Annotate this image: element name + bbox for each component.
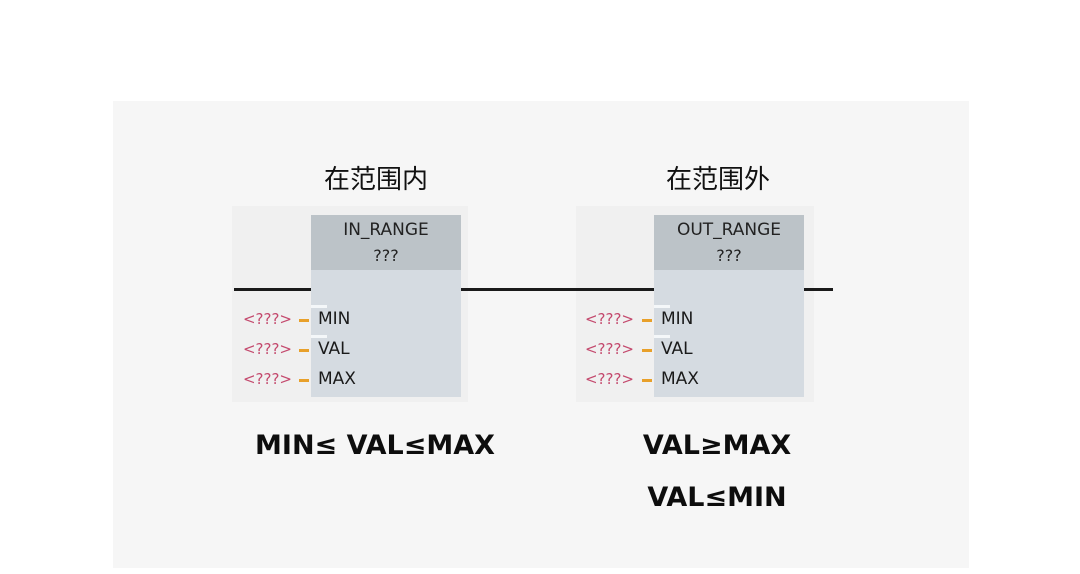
out-range-block[interactable]: OUT_RANGE ??? MIN VAL MAX [654, 215, 804, 397]
out-range-block-header: OUT_RANGE ??? [654, 215, 804, 270]
in-range-val-operand[interactable]: <???> [242, 340, 292, 358]
power-rail-left [234, 288, 312, 291]
pin-divider [311, 305, 327, 308]
in-range-max-operand[interactable]: <???> [242, 370, 292, 388]
out-range-block-name: OUT_RANGE [676, 220, 782, 240]
in-range-min-operand[interactable]: <???> [242, 310, 292, 328]
out-range-max-operand[interactable]: <???> [584, 370, 634, 388]
pin-divider [311, 335, 327, 338]
out-range-condition-lower: VAL≤MIN [647, 482, 787, 513]
out-range-val-operand[interactable]: <???> [584, 340, 634, 358]
in-range-heading: 在范围内 [323, 165, 428, 195]
in-range-min-wire [299, 319, 309, 322]
in-range-instance-label: ??? [373, 246, 399, 265]
out-range-min-operand[interactable]: <???> [584, 310, 634, 328]
in-range-pin-min: MIN [318, 309, 351, 329]
out-range-instance-label: ??? [716, 246, 742, 265]
in-range-block[interactable]: IN_RANGE ??? MIN VAL MAX [311, 215, 461, 397]
power-rail-middle [461, 288, 654, 291]
in-range-pin-max: MAX [318, 369, 356, 389]
in-range-pin-val: VAL [318, 339, 350, 359]
pin-divider [654, 335, 670, 338]
out-range-min-wire [642, 319, 652, 322]
out-range-pin-max: MAX [661, 369, 699, 389]
pin-divider [654, 305, 670, 308]
in-range-condition: MIN≤ VAL≤MAX [255, 430, 495, 461]
in-range-block-name: IN_RANGE [343, 220, 429, 240]
out-range-pin-val: VAL [661, 339, 693, 359]
out-range-heading: 在范围外 [665, 165, 770, 195]
out-range-max-wire [642, 379, 652, 382]
in-range-max-wire [299, 379, 309, 382]
in-range-block-header: IN_RANGE ??? [311, 215, 461, 270]
in-range-val-wire [299, 349, 309, 352]
out-range-pin-min: MIN [661, 309, 694, 329]
power-rail-right [803, 288, 833, 291]
out-range-val-wire [642, 349, 652, 352]
out-range-condition-upper: VAL≥MAX [642, 430, 792, 461]
